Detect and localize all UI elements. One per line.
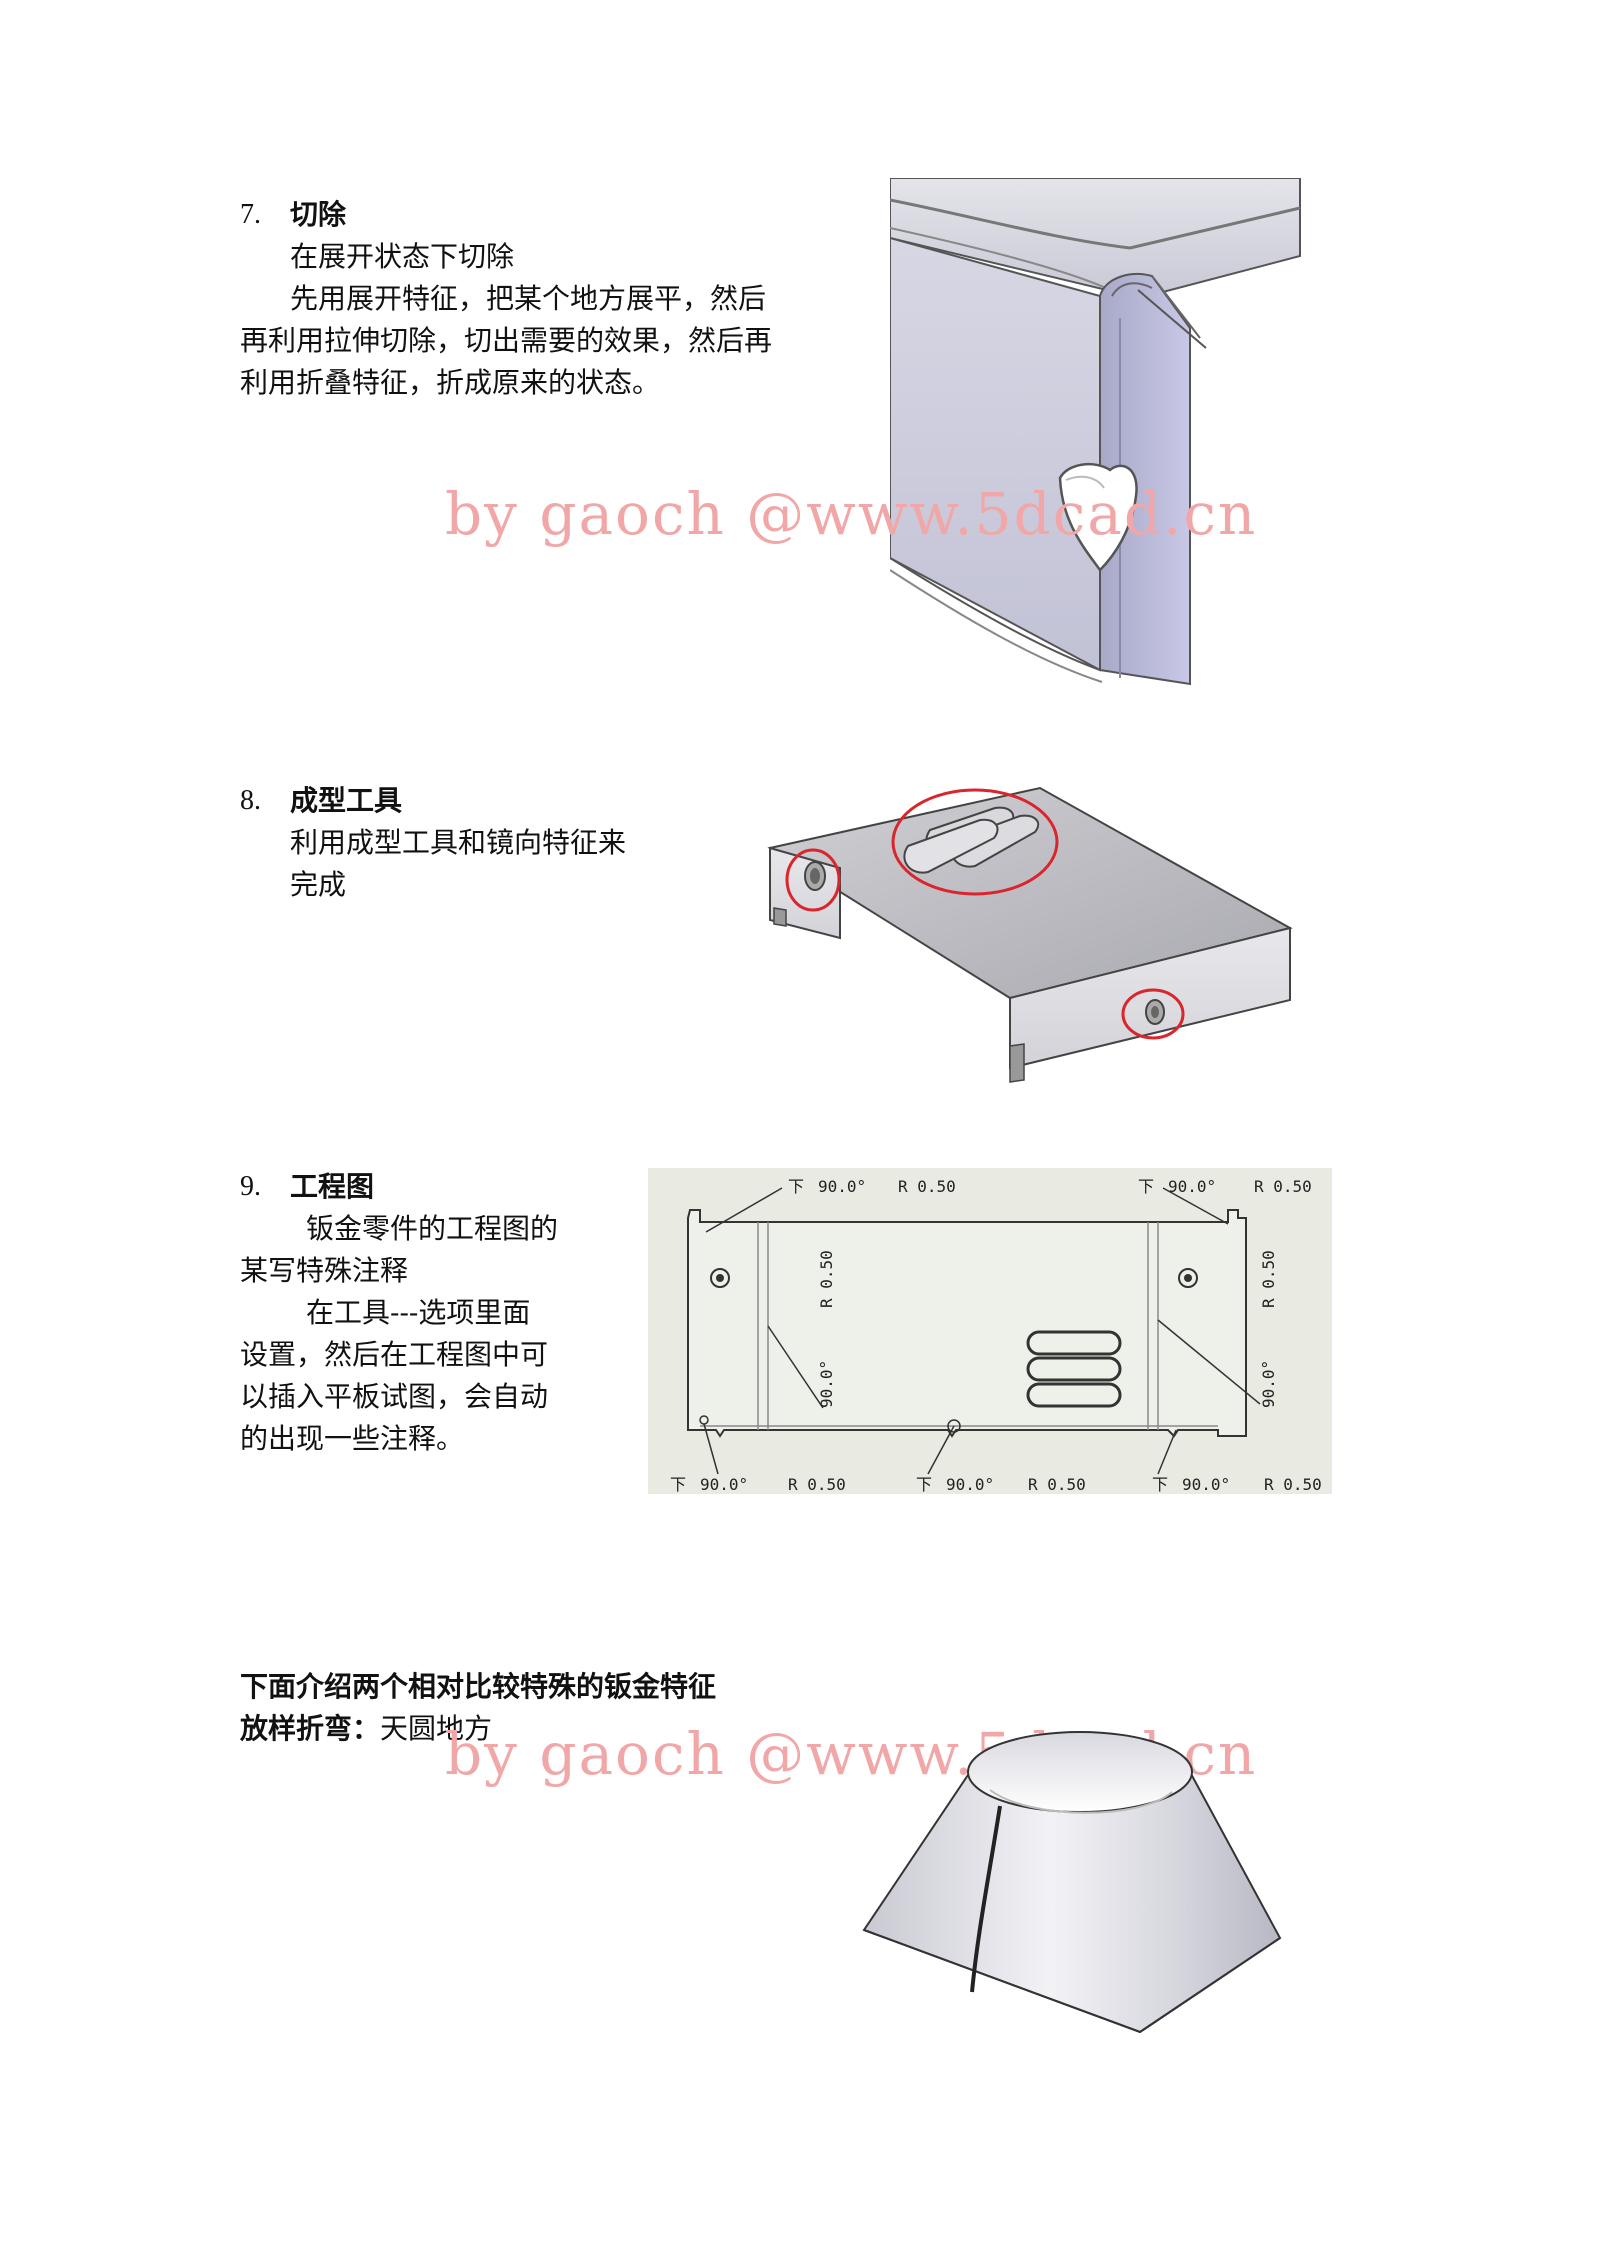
lofted-bend-desc: 天圆地方 — [380, 1712, 493, 1745]
section-7-line-3: 再利用拉伸切除，切出需要的效果，然后再 — [240, 324, 773, 357]
annot-bottom-left-radius: R 0.50 — [788, 1475, 846, 1494]
annot-bottom-right-angle: 90.0° — [1182, 1475, 1230, 1494]
watermark-1: by gaoch @www.5dcad.cn — [445, 480, 1258, 548]
cut-corner-figure — [890, 178, 1306, 698]
section-9-line-2: 某写特殊注释 — [240, 1254, 409, 1287]
annot-bottom-right-radius: R 0.50 — [1264, 1475, 1322, 1494]
lofted-bend-label: 放样折弯： — [240, 1712, 381, 1745]
special-features-title: 下面介绍两个相对比较特殊的钣金特征 — [240, 1670, 717, 1703]
section-8-line-2: 完成 — [290, 868, 347, 901]
annot-top-left-direction: 下 — [788, 1177, 804, 1196]
section-8-line-1: 利用成型工具和镜向特征来 — [290, 826, 627, 859]
annot-vert-right-radius: R 0.50 — [1259, 1250, 1278, 1308]
section-7-number: 7. — [240, 199, 261, 230]
annot-top-left-radius: R 0.50 — [898, 1177, 956, 1196]
section-9-heading: 工程图 — [290, 1170, 375, 1203]
annot-bottom-left-angle: 90.0° — [700, 1475, 748, 1494]
section-9-line-6: 的出现一些注释。 — [240, 1422, 465, 1455]
section-9-line-4: 设置，然后在工程图中可 — [240, 1338, 549, 1371]
annot-bottom-mid-direction: 下 — [916, 1475, 932, 1494]
annot-top-right-angle: 90.0° — [1168, 1177, 1216, 1196]
flat-pattern-drawing: 下 90.0° R 0.50 下 90.0° R 0.50 下 90.0° R … — [648, 1168, 1332, 1494]
section-7-line-2: 先用展开特征，把某个地方展平，然后 — [290, 282, 767, 315]
annot-top-right-direction: 下 — [1138, 1177, 1154, 1196]
annot-bottom-right-direction: 下 — [1152, 1475, 1168, 1494]
forming-tool-figure — [767, 786, 1293, 1083]
annot-bottom-left-direction: 下 — [670, 1475, 686, 1494]
right-hole-highlight-circle — [1121, 988, 1185, 1040]
annot-vert-right-angle: 90.0° — [1259, 1360, 1278, 1408]
section-7-line-4: 利用折叠特征，折成原来的状态。 — [240, 366, 661, 399]
annot-top-right-radius: R 0.50 — [1254, 1177, 1312, 1196]
left-hole-highlight-circle — [785, 848, 841, 912]
annot-top-left-angle: 90.0° — [818, 1177, 866, 1196]
annot-bottom-mid-radius: R 0.50 — [1028, 1475, 1086, 1494]
section-9-line-5: 以插入平板试图，会自动 — [240, 1380, 549, 1413]
section-8-number: 8. — [240, 785, 261, 816]
section-9-line-3: 在工具---选项里面 — [306, 1296, 531, 1329]
round-to-square-figure — [862, 1731, 1282, 2034]
annot-vert-left-angle: 90.0° — [817, 1360, 836, 1408]
lofted-bend-heading: 放样折弯：天圆地方 — [240, 1708, 492, 1750]
annot-vert-left-radius: R 0.50 — [817, 1250, 836, 1308]
louvre-highlight-circle — [891, 788, 1059, 896]
section-9-line-1: 钣金零件的工程图的 — [306, 1212, 559, 1245]
section-8-heading: 成型工具 — [290, 784, 403, 817]
section-9-number: 9. — [240, 1171, 261, 1202]
annot-bottom-mid-angle: 90.0° — [946, 1475, 994, 1494]
section-7-heading: 切除 — [290, 198, 347, 231]
section-7-line-1: 在展开状态下切除 — [290, 240, 515, 273]
